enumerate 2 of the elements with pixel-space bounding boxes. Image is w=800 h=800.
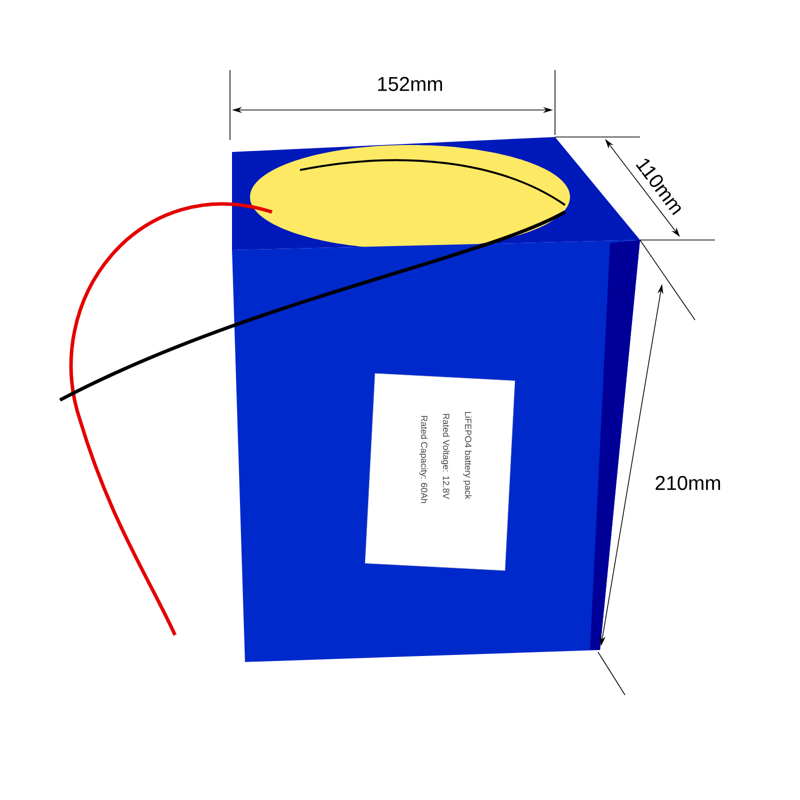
dimension-label: 210mm (656, 476, 720, 490)
dimension-label: 152mm (378, 76, 442, 92)
